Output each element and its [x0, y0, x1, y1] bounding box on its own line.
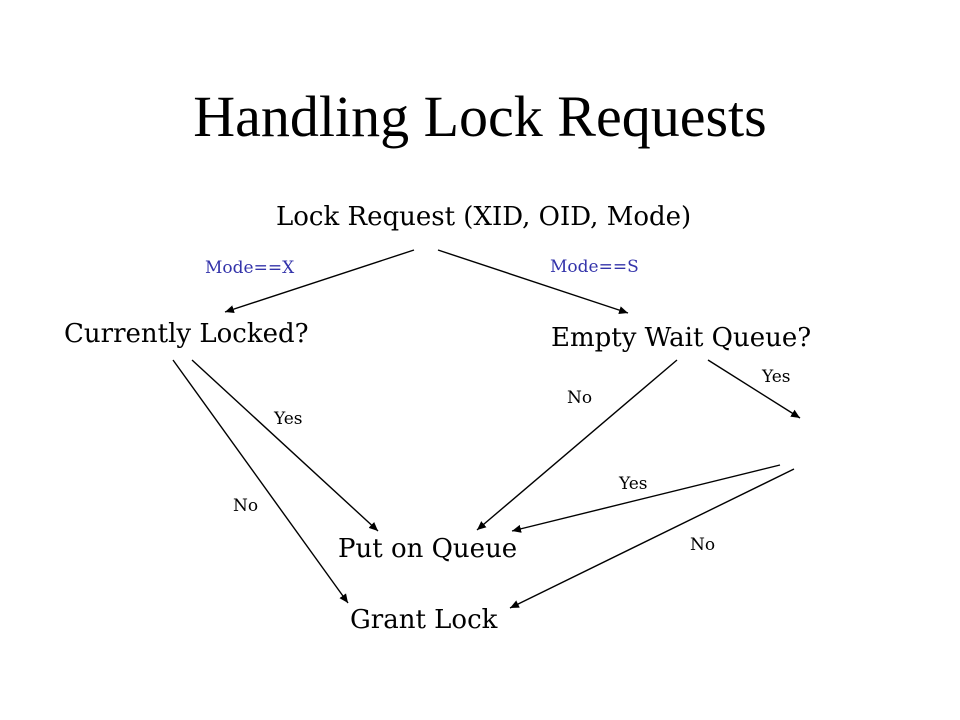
empty-yes-label: Yes — [762, 367, 791, 387]
arrow-request-to-locked — [224, 249, 415, 314]
arrow-emptyqueue-yes — [707, 359, 801, 419]
put-on-queue-node: Put on Queue — [338, 534, 518, 564]
arrow-emptyqueue-no-to-queue — [476, 359, 678, 531]
arrow-conflict-yes-to-queue — [511, 464, 781, 533]
lock-request-node: Lock Request (XID, OID, Mode) — [276, 202, 692, 232]
mode-s-label: Mode==S — [550, 257, 639, 277]
locked-yes-label: Yes — [274, 409, 303, 429]
grant-lock-node: Grant Lock — [350, 605, 498, 635]
arrow-request-to-emptyqueue — [437, 249, 629, 315]
arrow-locked-yes-to-queue — [191, 359, 379, 532]
arrow-conflict-no-to-grant — [509, 468, 795, 609]
currently-locked-node: Currently Locked? — [64, 319, 309, 349]
arrow-locked-no-to-grant — [172, 359, 349, 604]
empty-wait-queue-node: Empty Wait Queue? — [551, 323, 812, 353]
slide-title: Handling Lock Requests — [193, 84, 767, 149]
locked-no-label: No — [233, 496, 259, 516]
conflict-yes-label: Yes — [619, 474, 648, 494]
mode-x-label: Mode==X — [205, 258, 295, 278]
conflict-no-label: No — [690, 535, 716, 555]
empty-no-label: No — [567, 388, 593, 408]
